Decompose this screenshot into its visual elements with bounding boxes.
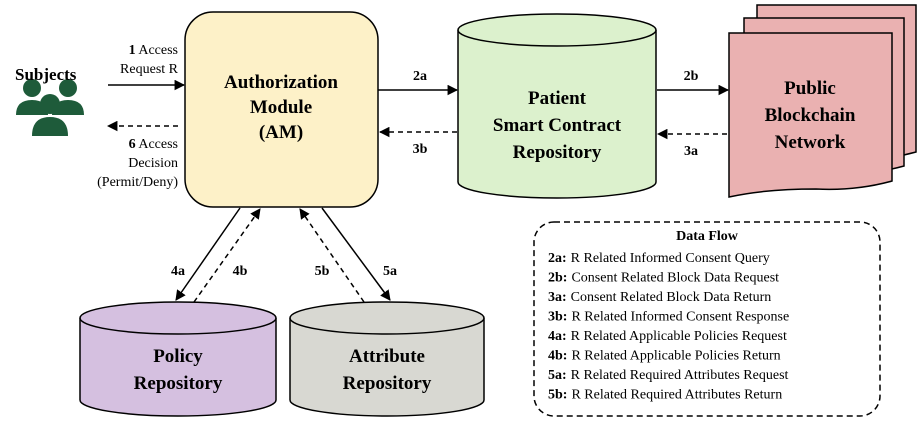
data-flow-item: 5a:R Related Required Attributes Request (548, 368, 789, 383)
arrow-3b-label: 3b (413, 142, 428, 157)
people-group-icon (16, 79, 84, 136)
data-flow-item: 3a:Consent Related Block Data Return (548, 290, 771, 305)
access-decision-label-2: Decision (128, 156, 178, 171)
patient-line-2: Smart Contract (493, 115, 622, 136)
authorization-module-box (184, 11, 379, 208)
arrow-5b (299, 208, 365, 303)
data-flow-item: 3b:R Related Informed Consent Response (548, 310, 789, 325)
arrow-4b-label: 4b (233, 264, 248, 279)
data-flow-legend (533, 221, 881, 417)
access-decision-label-3: (Permit/Deny) (97, 175, 178, 190)
blockchain-line-2: Blockchain (765, 105, 856, 126)
arrow-2a-label: 2a (413, 69, 427, 84)
patient-line-3: Repository (513, 142, 602, 163)
policy-line-1: Policy (153, 346, 203, 367)
policy-repository-cylinder (79, 301, 277, 417)
access-request-label-1: 1 Access (129, 43, 178, 58)
policy-line-2: Repository (134, 373, 223, 394)
arrow-5a-label: 5a (383, 264, 397, 279)
arrow-4a (175, 207, 241, 301)
data-flow-item: 5b:R Related Required Attributes Return (548, 388, 782, 403)
arrow-3a-label: 3a (684, 144, 698, 159)
arrow-5a (321, 207, 391, 301)
data-flow-list: 2a:R Related Informed Consent Query 2b:Co… (548, 251, 789, 403)
arrow-4a-label: 4a (171, 264, 185, 279)
subjects-label: Subjects (15, 65, 77, 84)
data-flow-item: 2b:Consent Related Block Data Request (548, 271, 779, 286)
patient-repository-cylinder (457, 13, 657, 199)
data-flow-title: Data Flow (676, 229, 739, 244)
blockchain-documents-icon (728, 4, 917, 198)
blockchain-line-3: Network (775, 132, 846, 153)
attribute-repository-cylinder (289, 301, 485, 417)
patient-line-1: Patient (528, 88, 587, 109)
attribute-line-2: Repository (343, 373, 432, 394)
arrow-4b (193, 208, 261, 303)
arrow-5b-label: 5b (315, 264, 330, 279)
am-line-2: Module (250, 97, 312, 118)
am-line-1: Authorization (224, 72, 338, 93)
blockchain-line-1: Public (784, 78, 836, 99)
access-request-label-2: Request R (120, 62, 179, 77)
data-flow-item: 4b:R Related Applicable Policies Return (548, 349, 781, 364)
am-line-3: (AM) (259, 122, 303, 143)
attribute-line-1: Attribute (349, 346, 425, 367)
data-flow-item: 2a:R Related Informed Consent Query (548, 251, 770, 266)
access-decision-label-1: 6 Access (129, 137, 178, 152)
arrow-2b-label: 2b (684, 69, 699, 84)
data-flow-item: 4a:R Related Applicable Policies Request (548, 329, 787, 344)
